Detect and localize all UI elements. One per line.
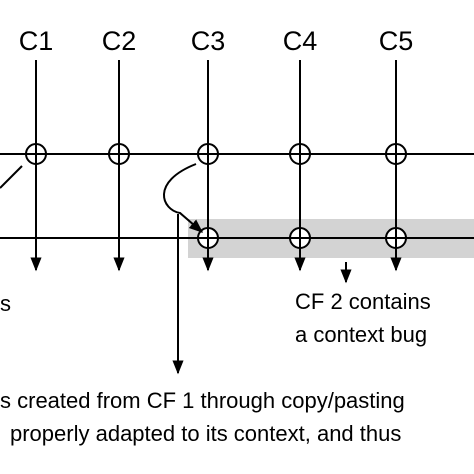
- cf2-note-line1: CF 2 contains: [295, 289, 431, 314]
- left-fragment-text: s: [0, 291, 11, 316]
- node-cf1-c3: [197, 143, 219, 165]
- copy-paste-curve-arrow: [163, 163, 204, 233]
- column-label-c1: C1: [19, 26, 54, 56]
- column-label-c5: C5: [379, 26, 414, 56]
- cf2-note-line2: a context bug: [295, 322, 427, 347]
- column-label-c4: C4: [283, 26, 318, 56]
- column-label-c3: C3: [191, 26, 226, 56]
- node-cf1-c1: [25, 143, 47, 165]
- node-cf1-c2: [108, 143, 130, 165]
- node-cf2-c3: [197, 227, 219, 249]
- caption-line1: s created from CF 1 through copy/pasting: [0, 388, 405, 413]
- node-cf2-c5: [385, 227, 407, 249]
- caption-line2: properly adapted to its context, and thu…: [10, 421, 401, 446]
- node-cf1-c5: [385, 143, 407, 165]
- node-cf1-c4: [289, 143, 311, 165]
- left-pointer-line: [0, 165, 23, 189]
- node-cf2-c4: [289, 227, 311, 249]
- column-label-c2: C2: [102, 26, 137, 56]
